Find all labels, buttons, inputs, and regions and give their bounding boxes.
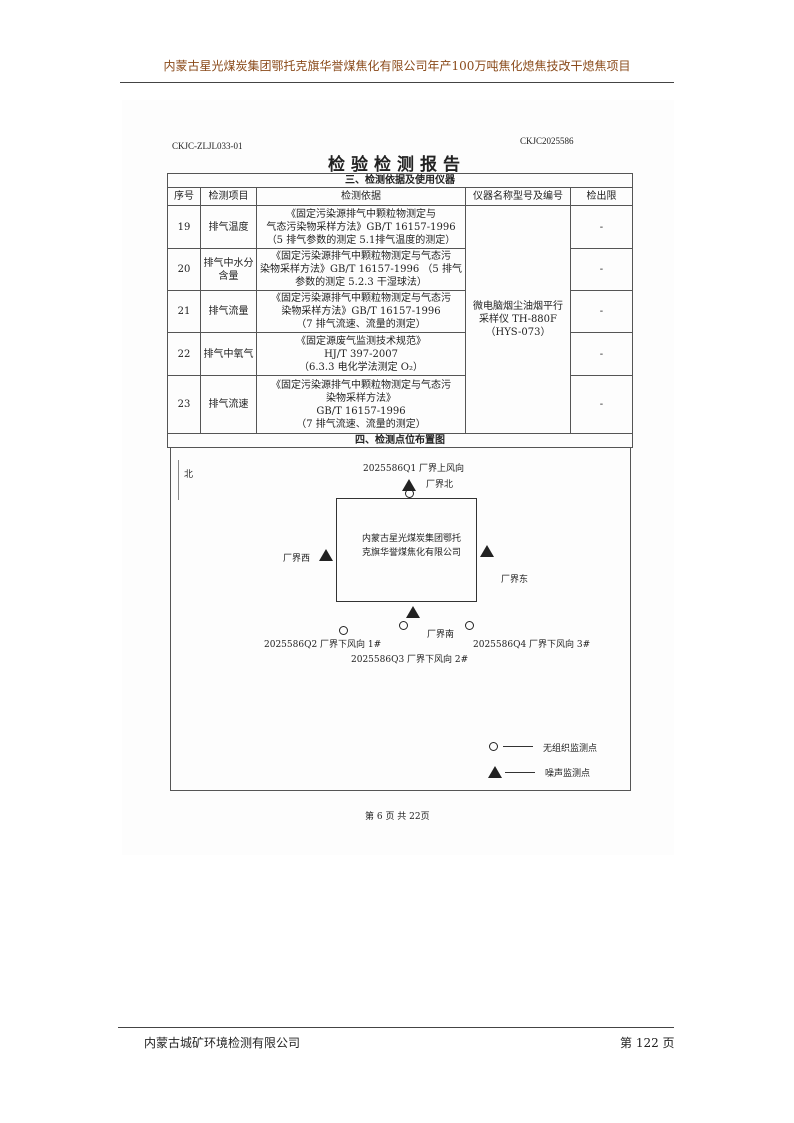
north-label: 北 [184,470,194,480]
plant-name: 内蒙古星光煤炭集团鄂托克旗华誉煤焦化有限公司 [362,534,462,558]
unorganized-point-icon [399,621,408,630]
basis-line: 《固定源废气监测技术规范》 [296,335,426,347]
row-limit: - [570,248,633,291]
basis-line: （6.3.3 电化学法测定 O₂） [298,361,423,373]
instrument-line: （HYS-073） [485,327,551,338]
col-header: 序号 [167,187,201,206]
basis-table: 三、检测依据及使用仪器 序号 检测项目 检测依据 仪器名称型号及编号 检出限 1… [167,173,633,448]
noise-point-icon [406,606,420,618]
section-4-title: 四、检测点位布置图 [167,433,633,448]
noise-point-icon [319,549,333,561]
noise-point-icon [402,479,416,491]
basis-line: 染物采样方法》GB/T 16157-1996 （5 排气 [260,264,462,275]
row-no: 22 [167,332,201,376]
table-row: 19 排气温度 《固定污染源排气中颗粒物测定与气态污染物采样方法》GB/T 16… [167,205,633,434]
section-3-title: 三、检测依据及使用仪器 [167,173,633,188]
label-q4: 2025586Q4 厂界下风向 3# [473,640,591,650]
unorganized-point-icon [465,621,474,630]
row-no: 21 [167,290,201,333]
table-row: 22 排气中氧气 《固定源废气监测技术规范》HJ/T 397-2007（6.3.… [167,332,633,376]
footer-company: 内蒙古城矿环境检测有限公司 [144,1036,301,1050]
basis-line: （7 排气流速、流量的测定） [296,319,426,330]
inner-page-number: 第 6 页 共 22页 [365,812,430,822]
footer-page-number: 第 122 页 [620,1036,675,1050]
basis-line: 染物采样方法》GB/T 16157-1996 [281,306,441,317]
basis-line: 《固定污染源排气中颗粒物测定与气态污 [271,251,451,262]
noise-point-icon [480,545,494,557]
col-header: 检测项目 [200,187,257,206]
legend-triangle-icon [488,766,502,778]
row-limit: - [570,290,633,333]
row-item: 排气中氧气 [200,332,257,376]
row-item: 排气温度 [200,205,257,249]
row-item: 排气流速 [200,375,257,434]
legend-line [505,772,535,773]
instrument: 微电脑烟尘油烟平行采样仪 TH-880F （HYS-073） [465,205,571,434]
monitoring-diagram [170,448,631,791]
basis-line: （5 排气参数的测定 5.1排气温度的测定） [266,234,456,246]
plant-boundary [336,498,477,602]
basis-line: GB/T 16157-1996 [316,405,406,417]
document-header: 内蒙古星光煤炭集团鄂托克旗华誉煤焦化有限公司年产100万吨焦化熄焦技改干熄焦项目 [163,59,631,73]
row-basis: 《固定污染源排气中颗粒物测定与气态污染物采样方法》GB/T 16157-1996… [256,290,466,333]
label-q2: 2025586Q2 厂界下风向 1# [264,640,382,650]
legend-triangle-label: 噪声监测点 [545,769,591,779]
row-basis: 《固定污染源排气中颗粒物测定与气态污染物采样方法》GB/T 16157-1996… [256,248,466,291]
basis-line: 参数的测定 5.2.3 干湿球法） [295,277,427,288]
label-east: 厂界东 [501,575,529,585]
label-west: 厂界西 [283,554,311,564]
unorganized-point-icon [405,489,414,498]
legend-line [503,746,533,747]
label-q1: 2025586Q1 厂界上风向 [363,464,465,474]
basis-line: HJ/T 397-2007 [324,348,398,360]
label-q3: 2025586Q3 厂界下风向 2# [351,655,469,665]
col-header: 仪器名称型号及编号 [465,187,571,206]
report-title: 检验检测报告 [328,155,466,175]
row-no: 20 [167,248,201,291]
basis-line: 染物采样方法》 [326,392,396,404]
row-no: 23 [167,375,201,434]
row-limit: - [570,375,633,434]
form-code: CKJC-ZLJL033-01 [172,141,243,151]
basis-line: 气态污染物采样方法》GB/T 16157-1996 [266,221,456,233]
basis-line: （7 排气流速、流量的测定） [296,418,426,430]
col-header: 检出限 [570,187,633,206]
instrument-line: 微电脑烟尘油烟平行 [473,301,563,312]
label-north: 厂界北 [426,480,454,490]
table-row: 21 排气流量 《固定污染源排气中颗粒物测定与气态污染物采样方法》GB/T 16… [167,290,633,333]
unorganized-point-icon [339,626,348,635]
row-limit: - [570,205,633,249]
row-basis: 《固定污染源排气中颗粒物测定与气态污染物采样方法》GB/T 16157-1996… [256,205,466,249]
header-divider [120,82,674,83]
basis-line: 《固定污染源排气中颗粒物测定与气态污 [271,379,451,391]
label-south: 厂界南 [427,630,455,640]
north-arrow-icon [178,460,179,500]
footer-divider [118,1027,674,1028]
row-basis: 《固定源废气监测技术规范》HJ/T 397-2007（6.3.3 电化学法测定 … [256,332,466,376]
legend-circle-label: 无组织监测点 [543,744,598,754]
report-number: CKJC2025586 [520,136,574,146]
legend-circle-icon [489,742,498,751]
row-basis: 《固定污染源排气中颗粒物测定与气态污染物采样方法》GB/T 16157-1996… [256,375,466,434]
row-no: 19 [167,205,201,249]
basis-line: 《固定污染源排气中颗粒物测定与气态污 [271,293,451,304]
instrument-line: 采样仪 TH-880F [479,314,557,325]
row-item: 排气流量 [200,290,257,333]
row-item: 排气中水分含量 [200,248,257,291]
basis-line: 《固定污染源排气中颗粒物测定与 [286,208,436,220]
row-limit: - [570,332,633,376]
table-row: 23 排气流速 《固定污染源排气中颗粒物测定与气态污染物采样方法》GB/T 16… [167,375,633,434]
col-header: 检测依据 [256,187,466,206]
